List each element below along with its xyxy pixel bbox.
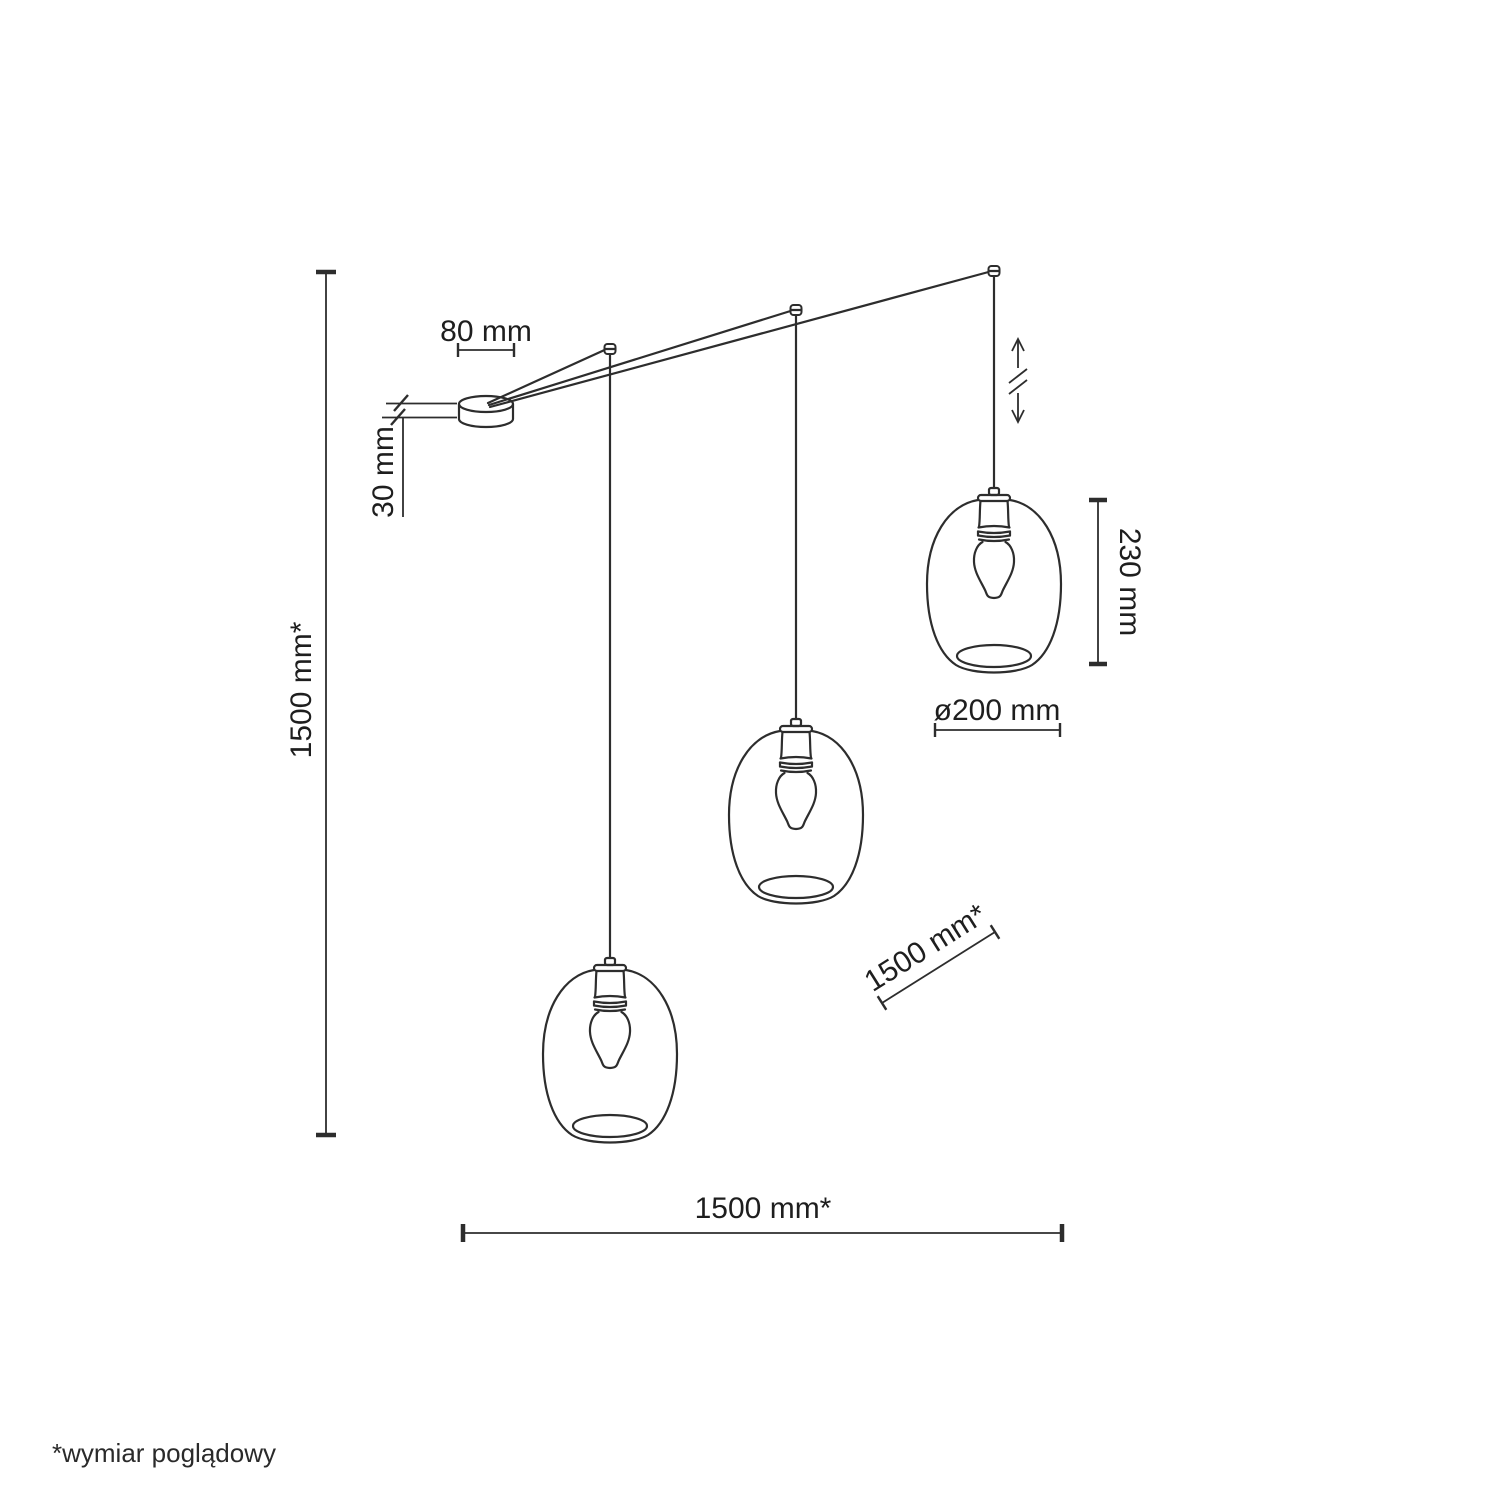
- ceiling-anchor-left: [603, 343, 617, 355]
- dim-hanging-height-label: 1500 mm*: [285, 621, 318, 758]
- dim-hanging-height: 1500 mm*: [285, 269, 336, 1138]
- dim-shade-diameter: ø200 mm: [934, 694, 1062, 737]
- pendant-shade-left: [541, 956, 679, 1144]
- ceiling-canopy: [457, 394, 515, 429]
- suspension-cables: [486, 270, 996, 960]
- pendant-shade-middle: [727, 717, 865, 905]
- pendant-shade-right: [925, 486, 1063, 674]
- dim-canopy-width-label: 80 mm: [440, 315, 532, 348]
- dim-canopy-height-label: 30 mm: [367, 426, 400, 518]
- dim-total-width: 1500 mm*: [460, 1192, 1065, 1242]
- dim-cable-spread-label: 1500 mm*: [859, 898, 993, 999]
- dim-cable-spread: 1500 mm*: [859, 898, 1001, 1011]
- ceiling-anchor-right: [987, 265, 1001, 277]
- height-adjust-arrow-icon: [1008, 336, 1028, 425]
- footnote: *wymiar poglądowy: [52, 1438, 276, 1468]
- ceiling-anchor-middle: [789, 304, 803, 316]
- dim-total-width-label: 1500 mm*: [695, 1192, 832, 1225]
- dim-canopy-height: 30 mm: [367, 394, 457, 518]
- dim-canopy-width: 80 mm: [440, 315, 532, 357]
- dim-shade-diameter-label: ø200 mm: [934, 694, 1061, 727]
- ceiling-anchors: [603, 265, 1001, 355]
- dim-shade-height: 230 mm: [1089, 497, 1146, 667]
- dim-shade-height-label: 230 mm: [1113, 528, 1146, 636]
